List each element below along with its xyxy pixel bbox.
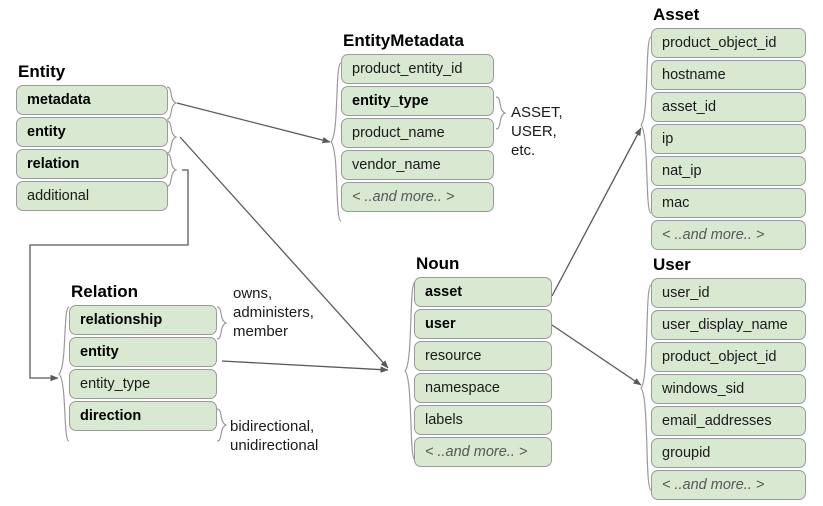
rows-noun: asset user resource namespace labels < .… <box>414 277 552 467</box>
row-entity-type[interactable]: entity_type <box>341 86 494 116</box>
row-user-email-addresses[interactable]: email_addresses <box>651 406 806 436</box>
row-asset-nat-ip[interactable]: nat_ip <box>651 156 806 186</box>
row-noun-labels[interactable]: labels <box>414 405 552 435</box>
block-relation: Relation relationship entity entity_type… <box>69 282 217 433</box>
row-asset-hostname[interactable]: hostname <box>651 60 806 90</box>
row-vendor-name[interactable]: vendor_name <box>341 150 494 180</box>
block-entity: Entity metadata entity relation addition… <box>16 62 168 213</box>
brace-relationship <box>216 306 228 340</box>
row-user-more[interactable]: < ..and more.. > <box>651 470 806 500</box>
row-entity-relation[interactable]: relation <box>16 149 168 179</box>
row-asset-more[interactable]: < ..and more.. > <box>651 220 806 250</box>
row-user-product-object-id[interactable]: product_object_id <box>651 342 806 372</box>
row-noun-namespace[interactable]: namespace <box>414 373 552 403</box>
block-title-asset: Asset <box>653 5 700 24</box>
brace-entity-type <box>495 96 507 130</box>
row-product-entity-id[interactable]: product_entity_id <box>341 54 494 84</box>
wire-noun-asset-to-asset <box>551 127 642 297</box>
row-noun-more[interactable]: < ..and more.. > <box>414 437 552 467</box>
row-user-groupid[interactable]: groupid <box>651 438 806 468</box>
row-asset-ip[interactable]: ip <box>651 124 806 154</box>
rows-user: user_id user_display_name product_object… <box>651 278 806 500</box>
row-user-windows-sid[interactable]: windows_sid <box>651 374 806 404</box>
annotation-direction-values: bidirectional, unidirectional <box>230 418 319 454</box>
row-user-display-name[interactable]: user_display_name <box>651 310 806 340</box>
row-relation-relationship[interactable]: relationship <box>69 305 217 335</box>
wire-noun-user-to-user <box>551 324 642 386</box>
block-title-entity-metadata: EntityMetadata <box>343 31 464 50</box>
annotation-relationship-values: owns, administers, member <box>233 285 314 340</box>
row-entity-additional[interactable]: additional <box>16 181 168 211</box>
row-asset-asset-id[interactable]: asset_id <box>651 92 806 122</box>
row-noun-resource[interactable]: resource <box>414 341 552 371</box>
row-noun-user[interactable]: user <box>414 309 552 339</box>
block-noun: Noun asset user resource namespace label… <box>414 254 552 469</box>
block-title-relation: Relation <box>71 282 139 301</box>
rows-asset: product_object_id hostname asset_id ip n… <box>651 28 806 250</box>
row-relation-entity-type[interactable]: entity_type <box>69 369 217 399</box>
row-entity-metadata[interactable]: metadata <box>16 85 168 115</box>
row-entity-entity[interactable]: entity <box>16 117 168 147</box>
block-asset: Asset product_object_id hostname asset_i… <box>651 5 806 252</box>
rows-relation: relationship entity entity_type directio… <box>69 305 217 431</box>
block-user: User user_id user_display_name product_o… <box>651 255 806 502</box>
wire-relation-entity-to-noun <box>221 360 389 373</box>
row-relation-entity[interactable]: entity <box>69 337 217 367</box>
block-title-entity: Entity <box>18 62 66 81</box>
row-asset-mac[interactable]: mac <box>651 188 806 218</box>
row-user-user-id[interactable]: user_id <box>651 278 806 308</box>
row-asset-product-object-id[interactable]: product_object_id <box>651 28 806 58</box>
brace-direction <box>216 408 228 442</box>
block-title-user: User <box>653 255 691 274</box>
wire-entity-metadata-to-entitymetadata <box>176 102 331 144</box>
block-title-noun: Noun <box>416 254 460 273</box>
row-product-name[interactable]: product_name <box>341 118 494 148</box>
row-relation-direction[interactable]: direction <box>69 401 217 431</box>
block-entity-metadata: EntityMetadata product_entity_id entity_… <box>341 31 494 214</box>
row-noun-asset[interactable]: asset <box>414 277 552 307</box>
rows-entity-metadata: product_entity_id entity_type product_na… <box>341 54 494 212</box>
annotation-entity-type-values: ASSET, USER, etc. <box>511 104 563 159</box>
row-entity-metadata-more[interactable]: < ..and more.. > <box>341 182 494 212</box>
rows-entity: metadata entity relation additional <box>16 85 168 211</box>
